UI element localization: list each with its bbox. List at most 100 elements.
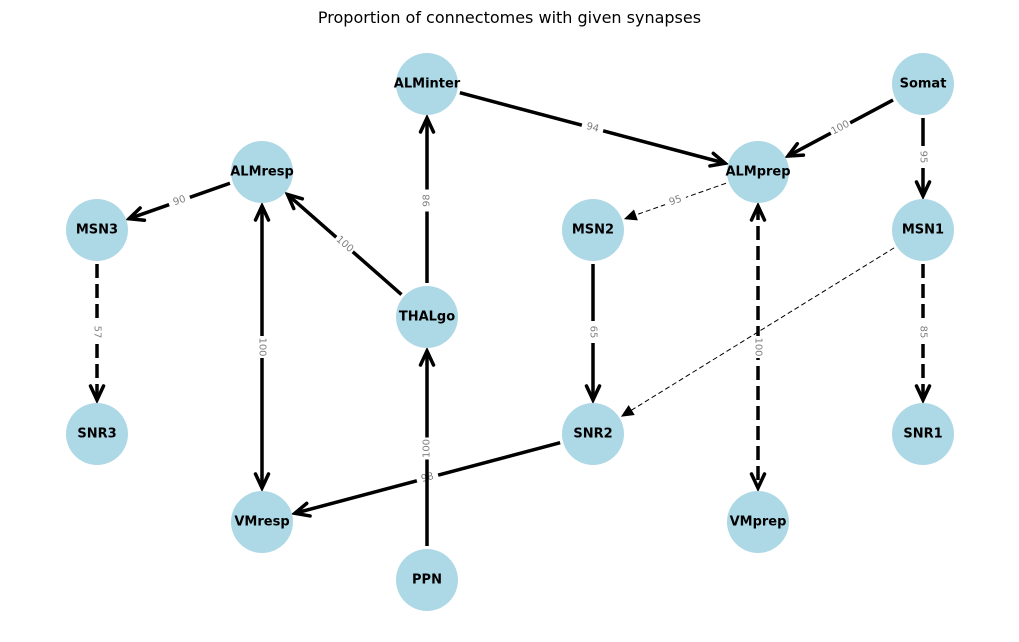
edge-arrowhead [914,180,932,201]
edge-arrowhead [620,405,635,417]
node-circle [727,141,789,203]
edge-label: 100 [753,337,764,356]
edge-label: 94 [585,121,600,135]
edge-label-group: 100 [255,336,269,358]
edge-arrowhead [284,191,305,211]
edge-label-background [255,336,269,358]
edge-arrowhead [418,346,436,367]
node-almprep: ALMprep [725,141,791,203]
edge-arrowhead [749,472,767,493]
edge-somat-msn1: 95 [914,118,932,201]
edge-arrowhead [708,151,730,168]
edge-almresp-vmresp: 100 [253,201,271,493]
node-thalgo: THALgo [396,286,458,348]
node-label: ALMresp [230,165,294,180]
edge-arrowhead [418,113,436,134]
node-circle [892,403,954,465]
edge-label: 95 [668,194,684,209]
edge-label-background [331,231,358,258]
edge-label-background [586,321,600,343]
edge-label-group: 95 [916,146,930,168]
edge-label: 98 [422,194,433,207]
node-circle [892,199,954,261]
node-msn2: MSN2 [562,199,624,261]
node-circle [396,286,458,348]
node-circle [562,199,624,261]
node-label: VMresp [234,515,289,530]
edge-arrowhead [784,141,806,158]
node-label: SNR3 [77,427,116,442]
node-circle [892,53,954,115]
edge-label-background [420,437,434,460]
edge-arrowhead [584,384,602,405]
node-alminter: ALMinter [394,53,461,115]
node-ppn: PPN [396,549,458,611]
edge-label-group: 100 [751,336,765,358]
node-label: THALgo [399,310,455,325]
edge-line [623,247,895,416]
node-snr2: SNR2 [562,403,624,465]
edge-label: 57 [92,326,103,339]
edge-label-background [662,190,689,212]
edge-ppn-thalgo: 100 [418,346,436,546]
edge-msn1-snr1: 85 [914,264,932,405]
edge-label-background [90,321,104,343]
edge-label-group: 57 [90,321,104,343]
node-msn1: MSN1 [892,199,954,261]
edge-almprep-vmprep: 100 [749,201,767,493]
node-circle [231,141,293,203]
edge-label-group: 90 [166,190,193,212]
diagram-title: Proportion of connectomes with given syn… [317,8,702,27]
edge-label-group: 100 [420,437,434,460]
edge-almresp-msn3: 90 [125,181,231,222]
node-circle [396,53,458,115]
node-snr3: SNR3 [66,403,128,465]
edge-label-background [916,321,930,343]
edge-label-group: 85 [916,321,930,343]
edge-thalgo-almresp: 100 [284,191,403,296]
node-label: VMprep [730,515,787,530]
edge-label: 100 [257,337,268,356]
node-label: MSN1 [902,223,944,238]
edge-somat-almprep: 100 [784,98,894,158]
node-label: ALMinter [394,77,461,92]
node-label: PPN [412,573,442,588]
edge-label-group: 94 [580,118,605,138]
edge-label-group: 100 [827,116,854,140]
edge-label: 100 [422,439,433,458]
node-label: SNR2 [573,427,612,442]
edge-label-background [827,116,854,140]
node-vmresp: VMresp [231,491,293,553]
edge-arrowhead-reverse [253,201,271,222]
edge-arrowhead [623,209,638,221]
edge-arrowhead [88,384,106,405]
node-circle [396,549,458,611]
node-label: ALMprep [725,165,790,180]
edge-almprep-msn2: 95 [623,182,727,221]
edge-msn2-snr2: 65 [584,264,602,405]
node-circle [66,199,128,261]
node-circle [66,403,128,465]
edge-thalgo-alminter: 98 [418,113,436,283]
edge-label-background [580,118,605,138]
edge-label-background [751,336,765,358]
edge-label: 90 [172,194,188,209]
edge-label-background [166,190,193,212]
edges-layer: 941009590100989557100651008598100 [88,91,932,546]
edge-arrowhead [914,384,932,405]
node-almresp: ALMresp [230,141,294,203]
node-vmprep: VMprep [727,491,789,553]
edge-arrowhead [290,501,312,518]
edge-label-group: 65 [586,321,600,343]
edge-label: 85 [918,326,929,339]
node-circle [231,491,293,553]
edge-label-group: 95 [662,190,689,212]
edge-label: 95 [918,151,929,164]
node-label: Somat [900,77,947,92]
edge-label-background [916,146,930,168]
edge-label: 65 [588,326,599,339]
node-msn3: MSN3 [66,199,128,261]
